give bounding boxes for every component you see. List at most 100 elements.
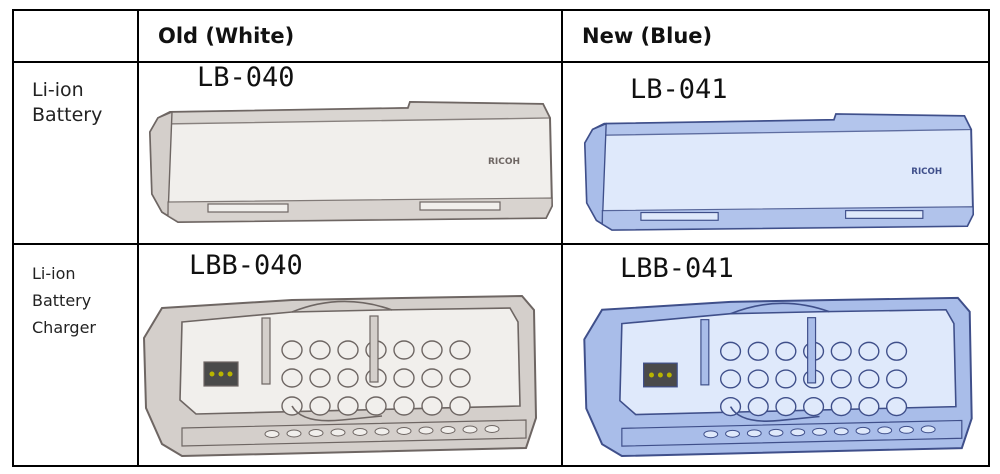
charger-contact-pin (649, 372, 654, 378)
charger-hole (747, 397, 769, 417)
charger-rim-hole (396, 427, 412, 435)
charger-hole (775, 397, 797, 417)
charger-rim-hole (703, 430, 719, 439)
charger-rim-hole (308, 429, 324, 437)
row-label-line: Battery (32, 291, 92, 310)
charger-arch (730, 302, 830, 315)
charger-hole (365, 396, 387, 416)
model-lb-040: LB-040 (197, 62, 295, 93)
battery-slot (640, 211, 719, 221)
charger-rim-hole (484, 425, 500, 433)
battery-slot (845, 210, 924, 219)
charger-hole (775, 341, 797, 361)
charger-rim-hole (440, 426, 456, 434)
charger-hole (421, 368, 443, 388)
charger-hole (309, 368, 331, 388)
row-label-line: Li-ion (32, 264, 76, 283)
charger-rim-hole (899, 425, 914, 434)
charger-hole (747, 369, 769, 389)
battery-new-image: RICOH (583, 113, 975, 231)
battery-slot (419, 201, 501, 211)
charger-hole (747, 341, 769, 361)
battery-body: RICOH (148, 100, 554, 224)
model-lbb-041: LBB-041 (620, 253, 734, 284)
charger-hole (337, 368, 359, 388)
charger-contact-pin (218, 371, 224, 377)
table-border-top (12, 9, 990, 11)
charger-rim-hole (790, 428, 806, 437)
battery-old-image: RICOH (148, 100, 554, 224)
charger-rim-hole (768, 428, 784, 437)
charger-rim-hole (352, 428, 368, 436)
charger-hole (281, 368, 303, 388)
row-label-line: Charger (32, 318, 96, 337)
row-label-charger: Li-ion Battery Charger (32, 260, 96, 341)
charger-body (583, 296, 973, 458)
battery-stamp: RICOH (911, 167, 942, 177)
charger-hole (830, 341, 852, 361)
charger-latch (291, 405, 383, 422)
charger-hole (393, 368, 415, 388)
charger-rim-hole (264, 430, 280, 438)
charger-rim-hole (374, 427, 390, 436)
charger-hole (858, 397, 880, 417)
charger-hole (337, 396, 359, 416)
charger-hole (393, 396, 415, 416)
charger-rim-hole (812, 427, 827, 436)
charger-rim-hole (286, 429, 302, 438)
header-new: New (Blue) (582, 24, 713, 48)
row-label-battery: Li-ion Battery (32, 78, 102, 128)
battery-stamp: RICOH (488, 157, 520, 167)
charger-rim-hole (833, 427, 849, 436)
charger-rim-hole (418, 426, 434, 435)
charger-hole (858, 369, 880, 389)
table-border-right (988, 9, 990, 467)
model-lbb-040: LBB-040 (189, 250, 303, 281)
charger-rim-hole (725, 429, 740, 438)
charger-rim-hole (462, 425, 478, 434)
charger-contact-pin (666, 372, 672, 378)
charger-hole (449, 368, 471, 388)
charger-body (142, 294, 538, 458)
charger-contact-pin (657, 372, 663, 378)
row-label-line: Li-ion (32, 79, 84, 101)
charger-hole (719, 369, 742, 389)
table-row-divider (12, 243, 990, 245)
charger-hole (309, 396, 331, 416)
charger-hole (719, 341, 742, 361)
charger-hole (886, 341, 908, 361)
model-lb-041: LB-041 (630, 74, 728, 105)
battery-body: RICOH (583, 113, 975, 231)
charger-hole (449, 396, 471, 416)
charger-rim-hole (746, 429, 762, 438)
charger-contact-pin (209, 371, 215, 377)
charger-rib (369, 315, 379, 383)
table-col-divider-1 (137, 9, 139, 467)
charger-hole (281, 340, 303, 360)
charger-new-image (583, 296, 973, 458)
charger-hole (421, 396, 443, 416)
charger-hole (886, 369, 908, 389)
charger-hole (309, 340, 331, 360)
table-border-left (12, 9, 14, 467)
charger-rim-hole (330, 428, 346, 437)
charger-old-image (142, 294, 538, 458)
charger-hole (337, 340, 359, 360)
charger-hole (803, 397, 825, 417)
charger-hole (449, 340, 471, 360)
charger-rib (261, 317, 271, 385)
charger-hole (830, 397, 852, 417)
battery-slot (207, 203, 289, 213)
charger-hole (719, 397, 742, 417)
table-border-bottom (12, 465, 990, 467)
charger-hole (421, 340, 443, 360)
charger-rim-hole (920, 425, 936, 434)
header-old: Old (White) (158, 24, 295, 48)
charger-rim-hole (855, 426, 871, 435)
charger-rib (807, 317, 817, 384)
charger-rim-hole (877, 426, 893, 435)
charger-hole (393, 340, 415, 360)
charger-rib (700, 319, 710, 386)
charger-hole (886, 397, 908, 417)
charger-hole (775, 369, 797, 389)
